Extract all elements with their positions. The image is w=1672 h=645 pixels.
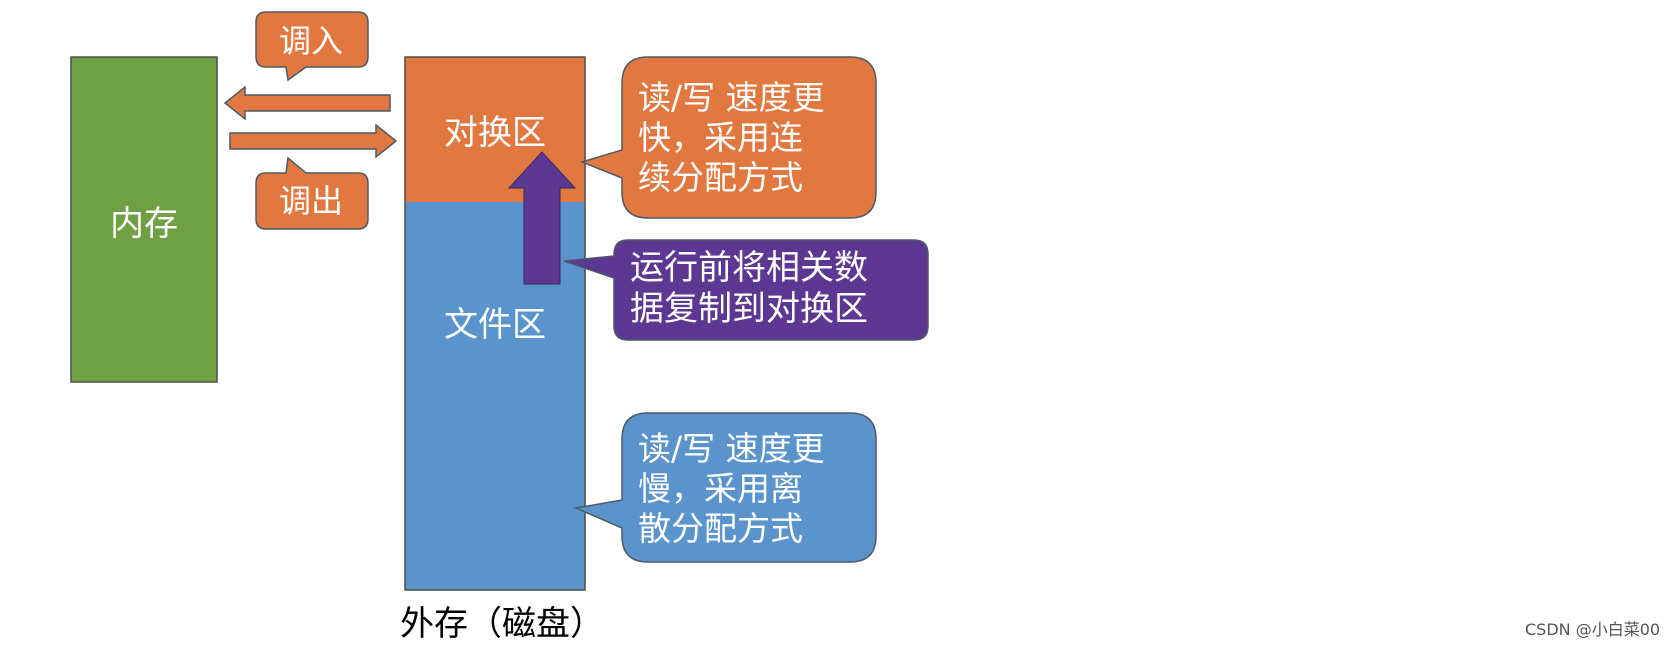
- disk-label: 外存（磁盘）: [400, 604, 604, 644]
- swap-area-label: 对换区: [444, 112, 546, 153]
- memory-label: 内存: [110, 203, 178, 244]
- copy-note: 运行前将相关数 据复制到对换区: [630, 247, 868, 329]
- copy-up-arrow: [507, 151, 577, 285]
- watermark: CSDN @小白菜00: [1525, 620, 1661, 639]
- copy-note-callout: [563, 239, 929, 341]
- swap-out-arrow: [229, 123, 398, 159]
- memory-block: [70, 56, 218, 383]
- disk-outline: [404, 56, 586, 591]
- swap-in-callout: [255, 11, 369, 82]
- swap-in-label: 调入: [278, 22, 343, 60]
- swap-out-callout: [255, 156, 369, 230]
- swap-area-callout: [579, 56, 877, 219]
- swap-area-note: 读/写 速度更 快，采用连 续分配方式: [638, 77, 825, 198]
- swap-in-arrow: [223, 85, 391, 121]
- swap-out-label: 调出: [278, 182, 343, 220]
- file-area-label: 文件区: [444, 304, 546, 345]
- file-area-note: 读/写 速度更 慢，采用离 散分配方式: [638, 428, 825, 549]
- file-area-callout: [573, 412, 877, 563]
